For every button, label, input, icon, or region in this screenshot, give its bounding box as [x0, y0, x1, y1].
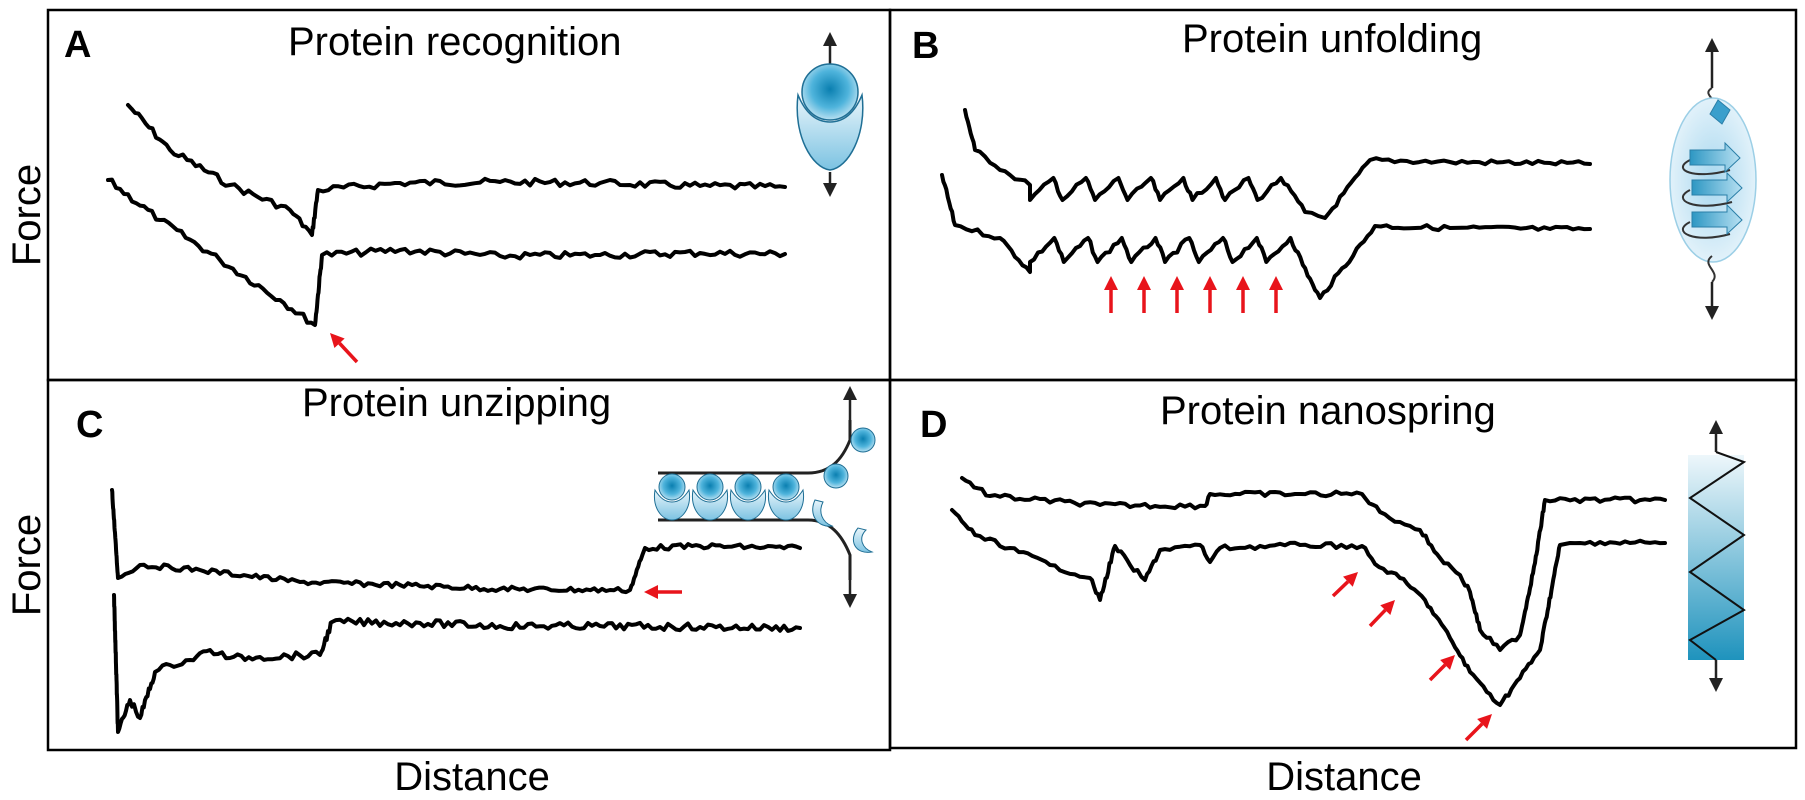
- protein-ball-icon: [696, 473, 724, 501]
- panel-d-trace-upper: [960, 476, 1667, 652]
- panel-d-red-arrow-icon: [1464, 714, 1492, 742]
- cup-icon: [853, 527, 874, 553]
- beta-strand-icon: [1689, 141, 1741, 174]
- panel-d-trace-lower: [950, 508, 1667, 707]
- zipper-bottom-strand-icon: [658, 518, 852, 580]
- cup-icon: [812, 499, 834, 527]
- panel-d-letter: D: [920, 404, 947, 446]
- panel-a-red-arrow-icon: [330, 333, 359, 364]
- panel-c-trace-lower: [112, 593, 802, 734]
- panel-d-frame: [888, 378, 1798, 750]
- panel-b-trace-lower: [940, 173, 1592, 300]
- pull-arrow-up-icon: [823, 32, 837, 65]
- panel-d-red-arrow-icon: [1331, 572, 1358, 598]
- spring-coil-icon: [1688, 451, 1747, 661]
- panel-a-title: Protein recognition: [288, 20, 622, 64]
- panel-d-red-arrow-icon: [1428, 655, 1455, 682]
- panel-d-red-arrow-icon: [1368, 600, 1395, 628]
- panel-frames: [46, 8, 1798, 752]
- panel-a-trace-upper: [126, 103, 787, 237]
- panel-d-title: Protein nanospring: [1160, 389, 1496, 433]
- panel-a-illustration: [796, 32, 864, 197]
- pull-arrow-down-icon: [843, 580, 857, 608]
- panel-b-letter: B: [912, 25, 939, 67]
- pull-arrow-down-icon: [1709, 660, 1723, 692]
- zipped-pairs: [653, 473, 805, 521]
- cup-icon: [796, 92, 864, 171]
- x-axis-label-right: Distance: [1266, 755, 1422, 799]
- panel-a-frame: [46, 8, 892, 382]
- beta-strand-icon: [1691, 203, 1743, 236]
- panel-a-letter: A: [64, 24, 91, 66]
- panel-b-trace-upper: [963, 108, 1592, 220]
- panel-b-red-arrow-icon: [1203, 276, 1217, 313]
- panel-d-illustration: [1688, 420, 1747, 692]
- helix-ribbon-icon: [1682, 159, 1733, 239]
- panel-c-frame: [46, 378, 892, 752]
- force-traces: [106, 103, 1667, 734]
- pull-arrow-down-icon: [823, 172, 837, 197]
- panel-c-title: Protein unzipping: [302, 381, 611, 425]
- pull-arrow-up-icon: [1709, 420, 1723, 452]
- panel-b-red-arrow-icon: [1269, 276, 1283, 313]
- protein-ball-icon: [823, 463, 849, 489]
- unzipped-pairs: [812, 427, 876, 553]
- pull-arrow-down-icon: [1705, 282, 1719, 320]
- panel-c-red-arrow-icon: [644, 585, 682, 599]
- y-axis-label-top: Force: [5, 164, 49, 266]
- cup-icon: [729, 488, 767, 521]
- protein-ball-icon: [658, 473, 686, 501]
- protein-ball-icon: [734, 473, 762, 501]
- cup-icon: [691, 488, 729, 521]
- panel-c-trace-upper: [110, 488, 802, 595]
- panel-b-red-arrow-icon: [1236, 276, 1250, 313]
- beta-strand-icon: [1709, 99, 1731, 125]
- panel-b-red-arrow-icon: [1170, 276, 1184, 313]
- cup-icon: [653, 488, 691, 521]
- zipper-top-strand-icon: [658, 420, 852, 475]
- spring-housing-icon: [1688, 455, 1744, 660]
- panel-b-title: Protein unfolding: [1182, 17, 1482, 61]
- chain-bottom-icon: [1707, 255, 1716, 283]
- x-axis-label-left: Distance: [394, 755, 550, 799]
- panel-a-trace-lower: [106, 177, 787, 327]
- protein-ball-icon: [772, 473, 800, 501]
- beta-strand-icon: [1691, 171, 1743, 204]
- pull-arrow-up-icon: [843, 386, 857, 420]
- pull-arrow-up-icon: [1705, 38, 1719, 88]
- panel-b-red-arrow-icon: [1104, 276, 1118, 313]
- panel-b-illustration: [1669, 38, 1757, 320]
- panel-b-red-arrow-icon: [1137, 276, 1151, 313]
- cup-icon: [767, 488, 805, 521]
- panel-c-letter: C: [76, 404, 103, 446]
- red-arrows: [330, 276, 1492, 742]
- protein-ball-icon: [850, 427, 876, 453]
- y-axis-label-bottom: Force: [5, 514, 49, 616]
- protein-ball-icon: [801, 63, 859, 121]
- panel-c-illustration: [653, 386, 876, 608]
